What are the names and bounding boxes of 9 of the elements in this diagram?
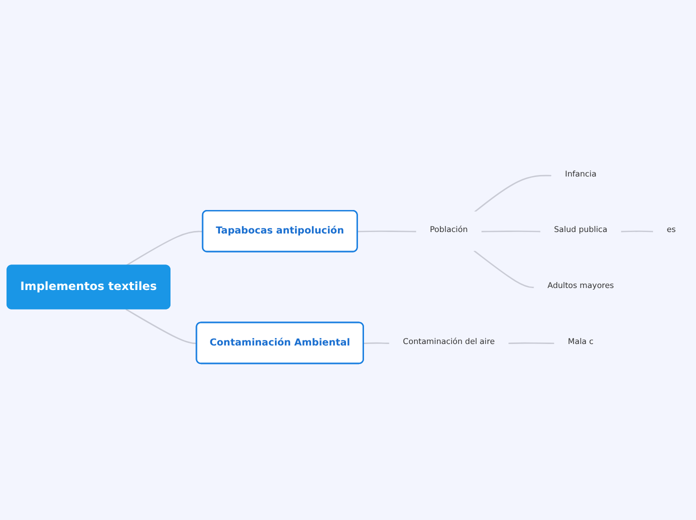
connector xyxy=(481,230,542,232)
connector xyxy=(126,231,204,266)
connector xyxy=(621,230,654,232)
connector xyxy=(474,250,535,288)
connector xyxy=(126,308,197,344)
connector xyxy=(508,342,556,344)
connector xyxy=(474,175,552,214)
connector xyxy=(364,342,390,344)
connector xyxy=(358,230,418,232)
